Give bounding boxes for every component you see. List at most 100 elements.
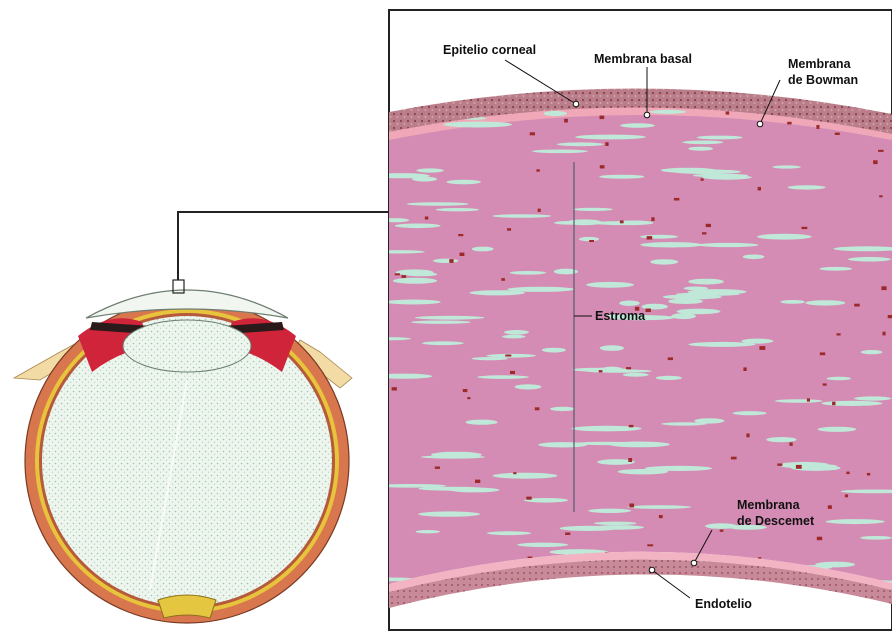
label-estroma: Estroma <box>595 309 646 323</box>
keratocyte-dot <box>807 398 810 401</box>
stroma-fiber <box>550 407 575 411</box>
stroma-fiber <box>588 509 631 513</box>
label-epitelio: Epitelio corneal <box>443 43 536 57</box>
stroma-fiber <box>416 168 444 172</box>
keratocyte-dot <box>435 467 440 469</box>
keratocyte-dot <box>647 236 653 239</box>
stroma-fiber <box>579 237 599 241</box>
stroma-fiber <box>477 375 529 379</box>
stroma-fiber <box>656 376 682 380</box>
connector-line <box>178 212 389 280</box>
stroma-fiber <box>741 339 773 344</box>
keratocyte-dot <box>846 472 849 475</box>
keratocyte-dot <box>706 224 711 227</box>
stroma-fiber <box>650 259 678 264</box>
stroma-fiber <box>640 242 702 247</box>
keratocyte-dot <box>589 240 594 242</box>
keratocyte-dot <box>817 537 822 541</box>
lens <box>123 320 251 372</box>
stroma-fiber <box>733 411 767 415</box>
stroma-fiber <box>443 122 512 128</box>
label-bowman-line2: de Bowman <box>788 73 858 87</box>
keratocyte-dot <box>565 533 570 536</box>
keratocyte-dot <box>854 304 860 307</box>
keratocyte-dot <box>789 442 792 446</box>
stroma-fiber <box>573 208 613 211</box>
keratocyte-dot <box>883 332 886 336</box>
stroma-fiber <box>620 123 655 128</box>
stroma-fiber <box>383 218 409 222</box>
keratocyte-dot <box>837 333 841 335</box>
stroma-fiber <box>697 136 743 140</box>
optic-nerve <box>158 595 216 618</box>
stroma-fiber <box>465 420 497 425</box>
keratocyte-dot <box>535 407 540 410</box>
stroma-fiber <box>860 536 892 540</box>
keratocyte-dot <box>832 402 835 406</box>
label-basal: Membrana basal <box>594 52 692 66</box>
keratocyte-dot <box>823 383 827 385</box>
keratocyte-dot <box>395 273 400 275</box>
keratocyte-dot <box>816 125 819 129</box>
stroma-fiber <box>532 150 588 154</box>
keratocyte-dot <box>702 232 706 234</box>
keratocyte-dot <box>460 253 465 256</box>
keratocyte-dot <box>475 480 480 483</box>
keratocyte-dot <box>758 187 761 191</box>
stroma-fiber <box>676 293 740 296</box>
stroma-fiber <box>542 348 566 353</box>
stroma-fiber <box>694 418 724 423</box>
stroma-fiber <box>821 401 882 406</box>
keratocyte-dot <box>820 352 825 355</box>
stroma-fiber <box>775 399 823 402</box>
keratocyte-dot <box>879 195 882 197</box>
stroma-fiber <box>560 526 618 531</box>
label-bowman-line1: Membrana <box>788 57 852 71</box>
keratocyte-dot <box>605 142 608 146</box>
stroma-fiber <box>650 110 687 114</box>
keratocyte-dot <box>463 389 468 392</box>
stroma-fiber <box>623 373 649 377</box>
stroma-fiber <box>827 377 851 381</box>
stroma-fiber <box>373 250 425 253</box>
stroma-fiber <box>668 299 703 304</box>
stroma-fiber <box>693 174 748 178</box>
label-descemet-line1: Membrana <box>737 498 801 512</box>
stroma-fiber <box>697 243 758 247</box>
stroma-fiber <box>502 335 525 339</box>
stroma-fiber <box>818 427 857 432</box>
stroma-fiber <box>396 269 434 275</box>
keratocyte-dot <box>538 209 541 212</box>
stroma-fiber <box>515 384 542 389</box>
marker-descemet <box>691 560 697 566</box>
stroma-fiber <box>781 464 837 469</box>
stroma-fiber <box>594 522 637 525</box>
stroma-fiber <box>781 300 805 304</box>
stroma-fiber <box>640 235 678 239</box>
keratocyte-dot <box>746 434 749 438</box>
stroma-fiber <box>674 169 741 174</box>
stroma-fiber <box>600 345 624 351</box>
stroma-fiber <box>375 484 447 488</box>
keratocyte-dot <box>646 309 651 313</box>
keratocyte-dot <box>835 133 840 135</box>
keratocyte-dot <box>659 515 663 518</box>
stroma-fiber <box>743 254 765 259</box>
stroma-fiber <box>447 180 481 185</box>
keratocyte-dot <box>401 275 406 278</box>
stroma-fiber <box>766 437 796 442</box>
stroma-fiber <box>688 147 713 151</box>
keratocyte-dot <box>467 397 470 399</box>
keratocyte-dot <box>759 346 765 350</box>
keratocyte-dot <box>796 465 802 469</box>
stroma-fiber <box>848 257 891 262</box>
stroma-fiber <box>684 287 709 291</box>
keratocyte-dot <box>564 119 568 123</box>
stroma-fiber <box>493 473 558 479</box>
label-endotelio: Endotelio <box>695 597 752 611</box>
marker-epitelio <box>573 101 579 107</box>
stroma-fiber <box>819 267 852 271</box>
keratocyte-dot <box>449 259 453 263</box>
keratocyte-dot <box>674 198 680 201</box>
keratocyte-dot <box>392 387 397 390</box>
